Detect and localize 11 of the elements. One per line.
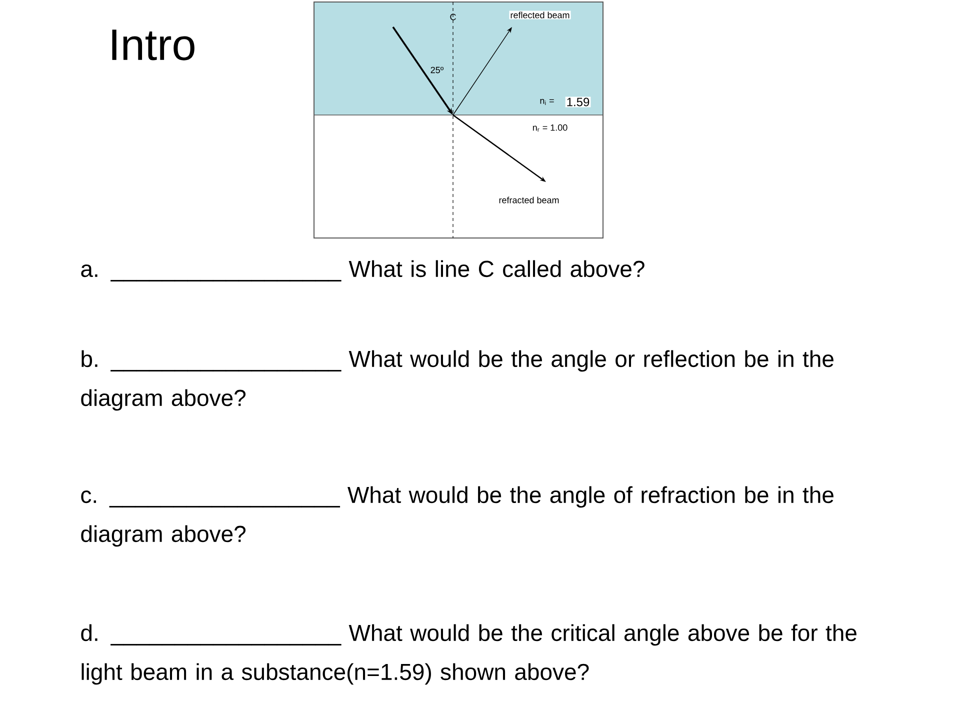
diagram-label: n$_{r}$ = 1.00 bbox=[532, 124, 568, 132]
diagram-label: reflected beam bbox=[509, 10, 571, 20]
diagram-label: refracted beam bbox=[499, 196, 559, 204]
diagram-label: C bbox=[450, 14, 456, 20]
question-text: d. __________________ What would be the critical angle above be for the light beam in a substance(n=1.59) shown above? bbox=[81, 624, 856, 685]
question-text: c. __________________ What would be the angle of refraction be in the diagram above? bbox=[81, 486, 834, 547]
diagram-label: n$_{i}$ = bbox=[540, 98, 554, 106]
question-text: a. __________________ What is line C called above? bbox=[81, 260, 644, 282]
question-text: b. __________________ What would be the angle or reflection be in the diagram above? bbox=[81, 350, 834, 411]
title: Intro bbox=[112, 30, 194, 60]
diagram-label: 25º bbox=[430, 66, 444, 74]
